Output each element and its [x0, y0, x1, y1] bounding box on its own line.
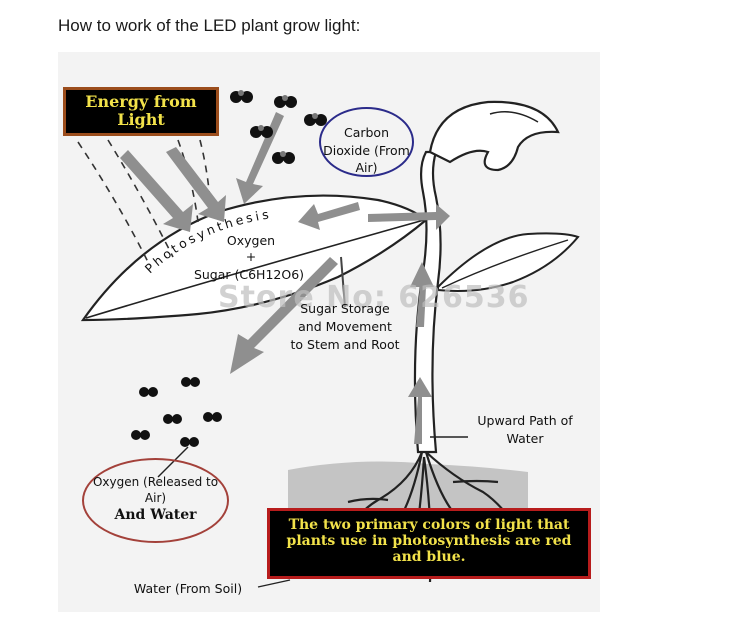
carbon-dioxide-label: Carbon Dioxide (From Air): [319, 107, 414, 177]
water-up-arrow-lower: [408, 377, 432, 444]
page-heading: How to work of the LED plant grow light:: [58, 16, 361, 35]
oxygen-release-circle: Oxygen (Released to Air) And Water: [82, 458, 229, 543]
store-watermark: Store No: 626536: [218, 280, 530, 315]
soil-area: [288, 461, 528, 522]
stem-arrow: [368, 204, 450, 230]
photosynthesis-diagram: Photosynthesis Energy from Light Carbon …: [58, 52, 600, 612]
oxygen-molecules: [131, 377, 222, 447]
oxygen-label: Oxygen: [226, 233, 276, 248]
diagram-artwork: Photosynthesis: [77, 90, 580, 588]
plus-sign: +: [245, 249, 257, 264]
water-from-soil-label: Water (From Soil): [133, 581, 243, 596]
top-leaf: [428, 100, 560, 172]
sugar-storage-label: Sugar Storage and Movement to Stem and R…: [290, 301, 400, 353]
flow-arrows: [120, 112, 450, 444]
co2-molecules: [230, 90, 327, 164]
primary-colors-callout: The two primary colors of light that pla…: [267, 508, 591, 579]
oxygen-release-label: Oxygen (Released to Air): [92, 475, 219, 506]
water-up-arrow-upper: [410, 262, 434, 327]
upward-path-label: Upward Path of Water: [477, 413, 573, 447]
and-water-label: And Water: [114, 507, 197, 524]
oxygen-out-arrow: [230, 257, 338, 374]
leaf-arrow: [298, 202, 360, 230]
energy-from-light-callout: Energy from Light: [63, 87, 219, 136]
light-arrow-right: [166, 147, 226, 222]
light-arrow-left: [120, 150, 193, 232]
sugar-formula-label: Sugar (C6H12O6): [193, 267, 305, 282]
